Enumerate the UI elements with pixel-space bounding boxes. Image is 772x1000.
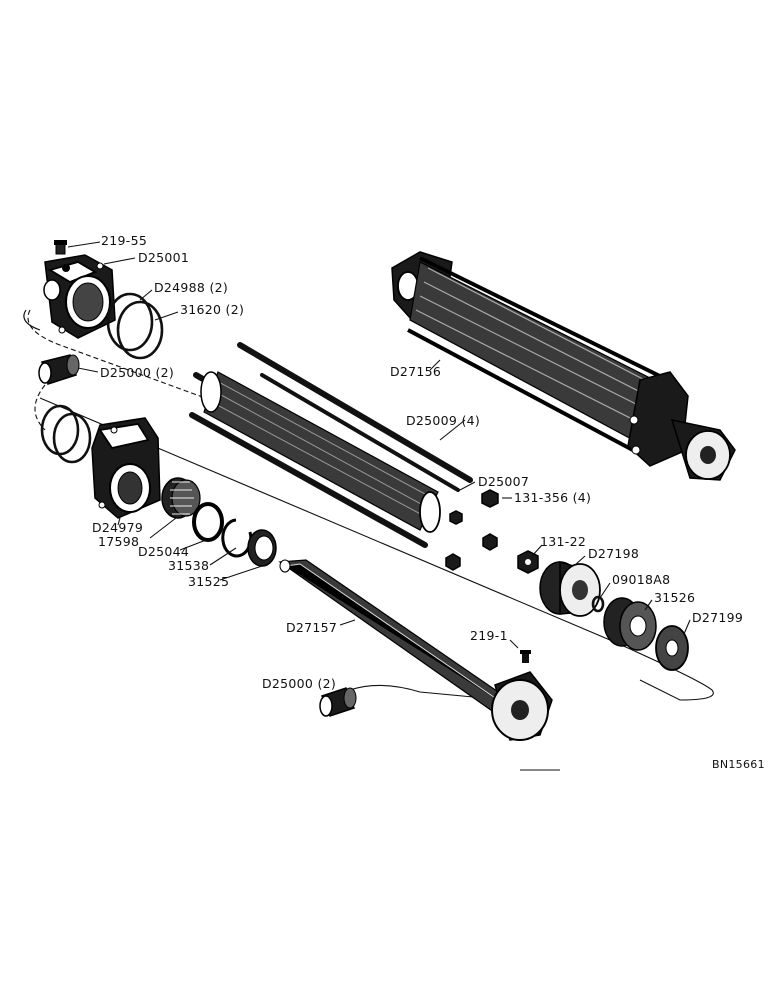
label-31526: 31526 [654,590,695,605]
label-09018a8: 09018A8 [612,572,670,587]
figure-code: BN15661 [712,758,765,771]
cylinder-assembly [391,251,736,481]
label-31620: 31620 (2) [180,302,244,317]
oring-pair-top [106,292,164,360]
label-d27156: D27156 [390,364,441,379]
label-d25000-bottom: D25000 (2) [262,676,336,691]
oring-09018a8 [591,595,605,613]
label-d25001: D25001 [138,250,189,265]
fitting-219-1 [520,650,531,663]
label-d24979: D24979 [92,520,143,535]
label-d27198: D27198 [588,546,639,561]
label-131-22: 131-22 [540,534,586,549]
label-d24988: D24988 (2) [154,280,228,295]
label-d25044: D25044 [138,544,189,559]
label-31538: 31538 [168,558,209,573]
label-d27157: D27157 [286,620,337,635]
label-d25009: D25009 (4) [406,413,480,428]
bearing-17598 [161,477,201,519]
bolt-219-55 [54,240,67,255]
barrel [200,371,441,533]
oring-pair-middle [40,404,92,464]
packing-31526 [603,597,657,651]
seal-31525 [247,529,277,567]
tie-rod-nuts [445,489,499,571]
piston-d27198 [539,560,601,617]
end-cap-front [91,417,161,519]
label-d25000-top: D25000 (2) [100,365,174,380]
label-31525: 31525 [188,574,229,589]
end-cap-rear [43,254,116,339]
nut-131-22 [517,550,539,574]
bushing-top [38,354,80,385]
label-17598: 17598 [98,534,139,549]
label-219-55: 219-55 [101,233,147,248]
piston-rod [278,559,553,741]
label-219-1: 219-1 [470,628,508,643]
washer-d25044 [192,502,224,542]
assembly-guide-lines [23,309,714,771]
label-d27199: D27199 [692,610,743,625]
label-leaders [67,241,691,649]
bushing-bottom [319,687,357,717]
snap-ring-31538 [221,518,253,558]
label-d25007: D25007 [478,474,529,489]
backup-d27199 [655,625,689,671]
label-131-356: 131-356 (4) [514,490,591,505]
